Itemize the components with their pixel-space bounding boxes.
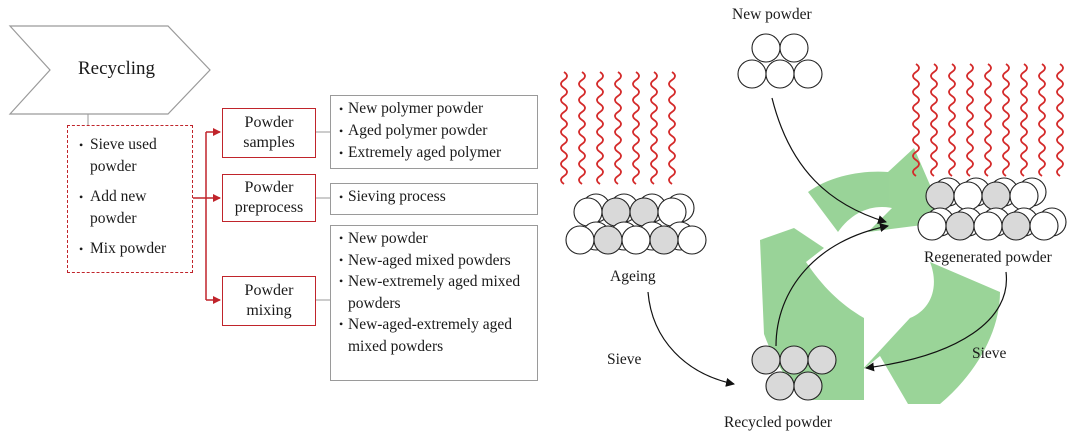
particle (793, 59, 823, 89)
heat-wave (984, 63, 992, 177)
particle (945, 211, 975, 241)
heat-wave (966, 63, 974, 177)
particle (917, 211, 947, 241)
grey-connectors (316, 131, 330, 301)
list-item: Sieving process (339, 186, 529, 208)
label-recycled-powder: Recycled powder (724, 414, 833, 431)
particle (751, 345, 781, 375)
particle-groups (565, 33, 1067, 401)
label-regenerated-powder: Regenerated powder (924, 249, 1052, 266)
particle (1029, 211, 1059, 241)
arrow-regenerated-to-recycled (865, 271, 1008, 372)
category-powder-preprocess: Powder preprocess (222, 174, 316, 222)
cycle-arrows (647, 97, 1008, 387)
particle (621, 225, 651, 255)
detail-powder-mixing: New powder New-aged mixed powders New-ex… (330, 225, 538, 381)
label-ageing: Ageing (610, 268, 656, 285)
detail-powder-preprocess: Sieving process (330, 183, 538, 215)
recycle-arrow-right (860, 262, 1000, 404)
label-sieve-right: Sieve (972, 345, 1007, 362)
heat-wave (948, 63, 956, 177)
heat-wave (1038, 63, 1046, 177)
category-title: Powder preprocess (234, 179, 304, 216)
particle (765, 371, 795, 401)
particle (779, 33, 809, 63)
particle (677, 225, 707, 255)
recycling-title: Recycling (78, 58, 156, 79)
particle (779, 345, 809, 375)
particle (973, 211, 1003, 241)
list-item: New polymer powder (339, 98, 529, 120)
list-item: New-aged mixed powders (339, 250, 529, 272)
category-title: Powder samples (243, 114, 295, 151)
heat-wave (578, 71, 586, 185)
arrow-new-to-regenerated (771, 97, 887, 224)
particle (1001, 211, 1031, 241)
particle (649, 225, 679, 255)
step-add-new-powder: Add new powder (68, 186, 192, 230)
particle (1009, 181, 1039, 211)
list-item: New-extremely aged mixed powders (339, 271, 529, 314)
heat-wave (632, 71, 640, 185)
red-connectors (193, 128, 221, 304)
heat-waves-left (560, 71, 676, 185)
heat-wave (930, 63, 938, 177)
recycling-banner-shape (8, 25, 211, 115)
heat-wave (650, 71, 658, 185)
recycle-symbol (760, 148, 1000, 404)
heat-waves-right (912, 63, 1064, 177)
arrow-recycled-to-regenerated (775, 223, 889, 347)
particle (593, 225, 623, 255)
list-item: Extremely aged polymer (339, 142, 529, 164)
step-sieve-used-powder: Sieve used powder (68, 134, 192, 178)
list-item: Aged polymer powder (339, 120, 529, 142)
heat-wave (1056, 63, 1064, 177)
arrow-ageing-to-recycled (647, 291, 735, 387)
heat-wave (912, 63, 920, 177)
category-powder-samples: Powder samples (222, 108, 316, 158)
label-new-powder: New powder (732, 6, 812, 23)
steps-box: Sieve used powder Add new powder Mix pow… (67, 125, 193, 273)
list-item: New powder (339, 228, 529, 250)
particle (737, 59, 767, 89)
heat-wave (614, 71, 622, 185)
particle (981, 181, 1011, 211)
category-title: Powder mixing (244, 282, 294, 319)
detail-powder-samples: New polymer powder Aged polymer powder E… (330, 95, 538, 169)
particle (793, 371, 823, 401)
category-powder-mixing: Powder mixing (222, 276, 316, 326)
particle (925, 181, 955, 211)
label-sieve-left: Sieve (607, 351, 642, 368)
particle (751, 33, 781, 63)
particle (565, 225, 595, 255)
particle (765, 59, 795, 89)
particle (807, 345, 837, 375)
particle (953, 181, 983, 211)
heat-wave (668, 71, 676, 185)
heat-wave (596, 71, 604, 185)
step-mix-powder: Mix powder (68, 238, 192, 260)
list-item: New-aged-extremely aged mixed powders (339, 314, 529, 357)
heat-wave (1002, 63, 1010, 177)
recycle-arrow-top (808, 148, 946, 232)
heat-wave (560, 71, 568, 185)
heat-wave (1020, 63, 1028, 177)
